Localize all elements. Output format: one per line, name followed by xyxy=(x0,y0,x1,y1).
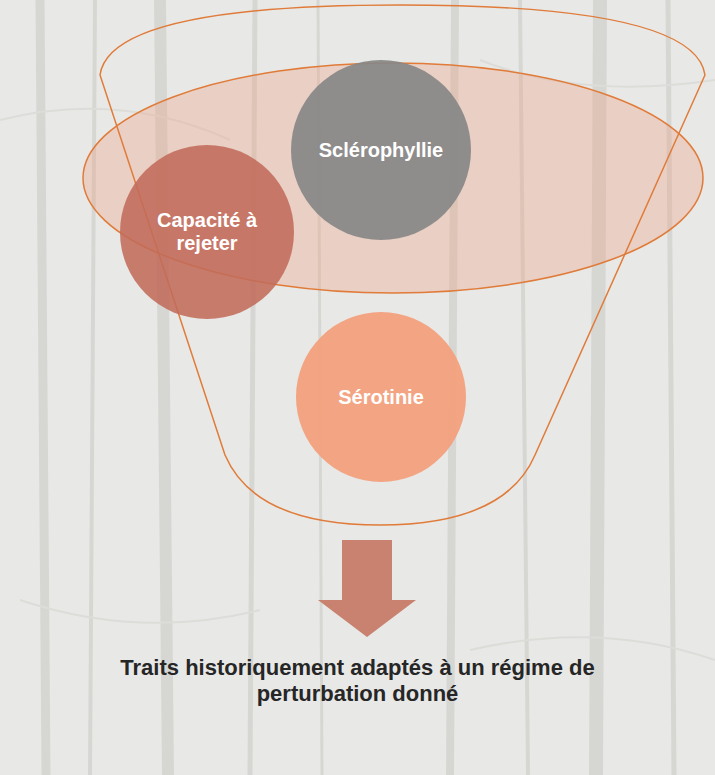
circle-content: Sclérophyllie xyxy=(291,60,471,240)
down-arrow xyxy=(318,540,416,637)
trait-name: Capacité à rejeter xyxy=(142,209,272,255)
circle-fill xyxy=(291,60,471,240)
branches xyxy=(0,60,715,660)
trait-name: Sclérophyllie xyxy=(319,139,444,162)
circle-fill xyxy=(120,145,294,319)
circle-content: Capacité à rejeter xyxy=(120,145,294,319)
serotiny-circle: Sérotinie xyxy=(296,312,466,482)
funnel-outline xyxy=(100,5,705,525)
conclusion-text: Traits historiquement adaptés à un régim… xyxy=(70,655,645,708)
resprouting-circle: Capacité à rejeter xyxy=(120,145,294,319)
circle-fill xyxy=(296,312,466,482)
trait-name: Sérotinie xyxy=(338,386,424,409)
sclerophylly-circle: Sclérophyllie xyxy=(291,60,471,240)
circle-content: Sérotinie xyxy=(296,312,466,482)
